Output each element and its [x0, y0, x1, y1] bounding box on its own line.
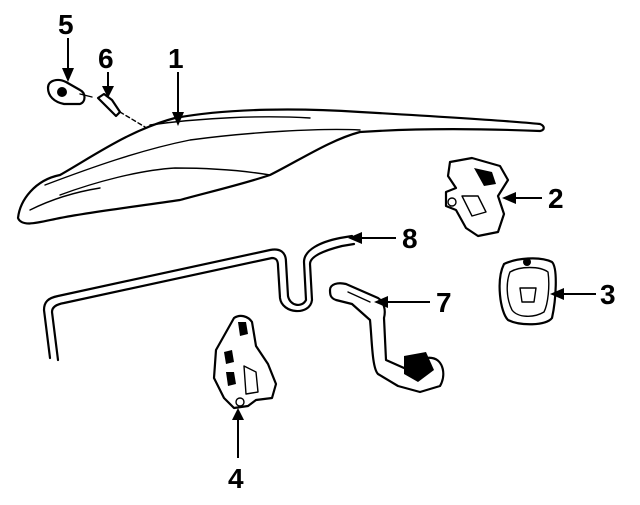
leader-lines [62, 38, 596, 458]
callout-6: 6 [98, 43, 114, 74]
striker [498, 257, 557, 326]
lock-cylinder [46, 78, 93, 106]
callout-8: 8 [402, 223, 418, 254]
torsion-rod [42, 234, 356, 362]
callout-7: 7 [436, 287, 452, 318]
latch [444, 156, 510, 238]
trunk-lid [16, 108, 545, 225]
hinge-bracket [212, 314, 278, 410]
callout-2: 2 [548, 183, 564, 214]
callout-4: 4 [228, 463, 244, 494]
lock-retainer [96, 92, 146, 128]
callout-3: 3 [600, 279, 616, 310]
callout-1: 1 [168, 43, 184, 74]
callout-labels: 1 2 3 4 5 6 7 8 [58, 9, 616, 494]
hinge-strap [328, 282, 445, 394]
callout-5: 5 [58, 9, 74, 40]
